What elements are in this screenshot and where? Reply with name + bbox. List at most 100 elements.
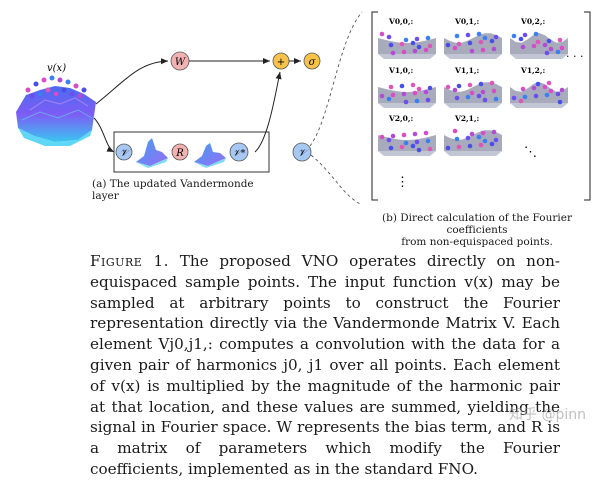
- matrix-cell-label: V0,2,:: [520, 17, 545, 26]
- sample-point: [522, 32, 528, 38]
- matrix-row-1: V1,0,: V1,1,: V1,2,:: [388, 66, 545, 75]
- sample-point: [423, 89, 429, 95]
- sample-point: [456, 83, 462, 89]
- sample-point: [542, 84, 548, 90]
- watermark: 知乎 @pinn: [509, 407, 586, 423]
- w-node: W: [170, 51, 190, 71]
- matrix-cell-label: V1,2,:: [520, 66, 545, 75]
- sample-point: [379, 31, 385, 37]
- sample-point: [425, 35, 431, 41]
- sample-point: [533, 31, 539, 37]
- sample-point: [533, 93, 539, 99]
- sample-point: [491, 46, 497, 52]
- sample-point: [454, 136, 460, 142]
- plus-node: +: [272, 52, 290, 70]
- sample-point: [559, 45, 565, 51]
- sample-point: [401, 49, 407, 55]
- matrix-cell-label: V2,1,:: [454, 114, 479, 123]
- sample-point: [399, 41, 405, 47]
- sample-point: [454, 33, 460, 39]
- sample-point: [555, 49, 561, 55]
- sample-point: [535, 39, 541, 45]
- subcaption-a: (a) The updated Vandermonde layer: [92, 178, 254, 202]
- subcaption-b-line-2: from non-equispaced points.: [401, 236, 553, 248]
- v-node: 𝒱: [115, 143, 133, 161]
- right-v-node: 𝒱: [292, 142, 312, 162]
- matrix-row-2: V2,0,: V2,1,:: [388, 114, 479, 123]
- sample-point: [465, 135, 471, 141]
- sample-point: [520, 44, 526, 50]
- sample-point: [489, 141, 495, 147]
- sample-point: [425, 97, 431, 103]
- sample-point: [427, 85, 433, 91]
- figure-1: v(x) W 𝒱 R: [16, 11, 591, 248]
- sample-point: [491, 88, 497, 94]
- matrix-right-bracket: [584, 11, 591, 201]
- input-surface-plot: [16, 86, 96, 146]
- sample-point: [388, 42, 394, 48]
- sample-point: [401, 91, 407, 97]
- dashed-expansion-top: [309, 11, 363, 147]
- sample-point: [379, 93, 385, 99]
- sample-point: [399, 144, 405, 150]
- sample-point: [535, 81, 541, 87]
- dashed-expansion-bottom: [310, 154, 363, 206]
- w-node-label: W: [175, 57, 186, 68]
- sample-point: [544, 50, 550, 56]
- plus-node-label: +: [277, 57, 285, 68]
- sample-point: [518, 36, 524, 42]
- right-v-node-label: 𝒱: [298, 148, 310, 159]
- sample-point: [520, 86, 526, 92]
- r-node-label: R: [175, 148, 184, 159]
- v-star-node-label: 𝒱*: [233, 148, 246, 159]
- harmonic-surface-thumbnail: [378, 31, 436, 59]
- sample-point: [445, 145, 451, 151]
- sample-point: [390, 50, 396, 56]
- sample-point: [522, 94, 528, 100]
- sample-point: [388, 84, 394, 90]
- sample-point: [559, 87, 565, 93]
- sample-point: [399, 83, 405, 89]
- sample-point: [401, 132, 407, 138]
- v-star-node: 𝒱*: [229, 142, 249, 162]
- matrix-vdots: ⋮: [396, 175, 409, 190]
- input-sample-points: [25, 75, 87, 99]
- matrix-cell-label: V1,1,:: [454, 66, 479, 75]
- sample-point: [416, 86, 422, 92]
- sample-point: [403, 140, 409, 146]
- sample-point: [416, 44, 422, 50]
- caption-text: The proposed VNO operates directly on no…: [90, 252, 561, 478]
- sample-point: [427, 146, 433, 152]
- sample-point: [416, 147, 422, 153]
- subcaption-b: (b) Direct calculation of the Fourier co…: [360, 212, 594, 248]
- sample-point: [386, 137, 392, 143]
- sample-point: [388, 145, 394, 151]
- sample-point: [410, 82, 416, 88]
- sample-point: [480, 89, 486, 95]
- sample-point: [425, 138, 431, 144]
- input-label: v(x): [47, 63, 66, 74]
- sample-point: [386, 34, 392, 40]
- sample-point: [414, 98, 420, 104]
- sample-point: [467, 82, 473, 88]
- spectrum-plot-2: [194, 143, 226, 168]
- sample-point: [489, 80, 495, 86]
- sample-point: [445, 84, 451, 90]
- sample-point: [480, 130, 486, 136]
- sample-point: [493, 137, 499, 143]
- subcaption-b-line-1: (b) Direct calculation of the Fourier co…: [382, 212, 572, 236]
- sample-point: [410, 143, 416, 149]
- sample-point: [555, 91, 561, 97]
- sample-point: [427, 43, 433, 49]
- sample-point: [403, 37, 409, 43]
- sample-point: [557, 37, 563, 43]
- harmonic-surface-thumbnail: [444, 31, 502, 59]
- sample-point: [467, 143, 473, 149]
- spectrum-plot-1: [136, 138, 168, 168]
- figure-caption: Figure 1. The proposed VNO operates dire…: [90, 251, 560, 480]
- matrix-cell-label: V1,0,:: [388, 66, 413, 75]
- sample-point: [493, 34, 499, 40]
- sample-point: [412, 48, 418, 54]
- sample-point: [476, 134, 482, 140]
- sample-point: [452, 128, 458, 134]
